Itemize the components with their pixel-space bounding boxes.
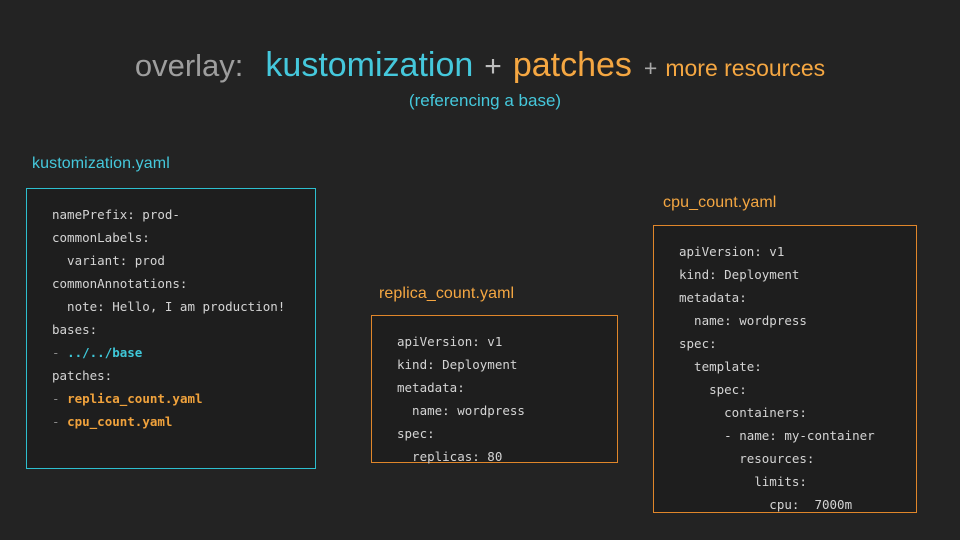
code-token: containers: [679, 405, 807, 420]
code-line: metadata: [397, 376, 525, 399]
code-line: spec: [397, 422, 525, 445]
code-line: - ../../base [52, 341, 285, 364]
code-token: spec: [679, 336, 717, 351]
heading-overlay-label: overlay: [134, 48, 244, 83]
code-line: commonAnnotations: [52, 272, 285, 295]
code-token: limits: [679, 474, 807, 489]
code-token: - [52, 414, 68, 429]
code-token: - name: my-container [679, 428, 875, 443]
code-line: name: wordpress [679, 309, 875, 332]
code-token: replicas: 80 [397, 449, 503, 464]
code-token: replica_count.yaml [67, 391, 203, 406]
code-line: patches: [52, 364, 285, 387]
heading-more-resources: more resources [665, 55, 826, 81]
code-line: bases: [52, 318, 285, 341]
code-line: limits: [679, 470, 875, 493]
code-token: spec: [397, 426, 435, 441]
code-token: patches: [52, 368, 113, 383]
code-token: note: Hello, I am production! [52, 299, 286, 314]
code-token: cpu: 7000m [679, 497, 853, 512]
code-line: replicas: 80 [397, 445, 525, 468]
code-lines-kustomization: namePrefix: prod-commonLabels: variant: … [52, 203, 285, 433]
code-token: name: wordpress [397, 403, 525, 418]
code-line: name: wordpress [397, 399, 525, 422]
code-line: - cpu_count.yaml [52, 410, 285, 433]
code-token: spec: [679, 382, 747, 397]
code-line: metadata: [679, 286, 875, 309]
heading-subtitle: (referencing a base) [408, 91, 562, 110]
code-line: apiVersion: v1 [397, 330, 525, 353]
code-token: commonAnnotations: [52, 276, 188, 291]
code-token: name: wordpress [679, 313, 807, 328]
heading-plus-first: + [484, 50, 502, 83]
panel-label-cpu-count: cpu_count.yaml [663, 194, 777, 211]
code-token: kind: Deployment [679, 267, 800, 282]
code-line: namePrefix: prod- [52, 203, 285, 226]
panel-label-replica-count: replica_count.yaml [379, 285, 515, 302]
code-line: cpu: 7000m [679, 493, 875, 516]
code-token: - [52, 345, 68, 360]
code-box-kustomization: namePrefix: prod-commonLabels: variant: … [26, 188, 316, 469]
code-line: variant: prod [52, 249, 285, 272]
code-token: kind: Deployment [397, 357, 518, 372]
code-token: metadata: [397, 380, 465, 395]
code-line: template: [679, 355, 875, 378]
code-token: apiVersion: v1 [397, 334, 503, 349]
code-token: bases: [52, 322, 98, 337]
code-line: - replica_count.yaml [52, 387, 285, 410]
code-token: variant: prod [52, 253, 165, 268]
code-line: containers: [679, 401, 875, 424]
panel-label-kustomization: kustomization.yaml [32, 155, 170, 172]
heading-patches-word: patches [512, 46, 632, 84]
code-line: spec: [679, 332, 875, 355]
code-line: note: Hello, I am production! [52, 295, 285, 318]
code-line: resources: [679, 447, 875, 470]
code-token: cpu_count.yaml [67, 414, 173, 429]
code-token: metadata: [679, 290, 747, 305]
code-token: commonLabels: [52, 230, 150, 245]
code-line: kind: Deployment [397, 353, 525, 376]
code-token: - [52, 391, 68, 406]
code-token: template: [679, 359, 762, 374]
code-token: namePrefix: prod- [52, 207, 180, 222]
heading-line: overlay: kustomization + patches + more resou… [0, 48, 960, 82]
slide-heading: overlay: kustomization + patches + more resou… [0, 48, 960, 111]
code-line: spec: [679, 378, 875, 401]
heading-plus-second: + [643, 55, 658, 81]
code-token: ../../base [67, 345, 143, 360]
code-line: apiVersion: v1 [679, 240, 875, 263]
heading-kustomization-word: kustomization [265, 46, 474, 84]
code-token: apiVersion: v1 [679, 244, 785, 259]
code-token: resources: [679, 451, 815, 466]
code-line: - name: my-container [679, 424, 875, 447]
code-line: commonLabels: [52, 226, 285, 249]
code-line: kind: Deployment [679, 263, 875, 286]
